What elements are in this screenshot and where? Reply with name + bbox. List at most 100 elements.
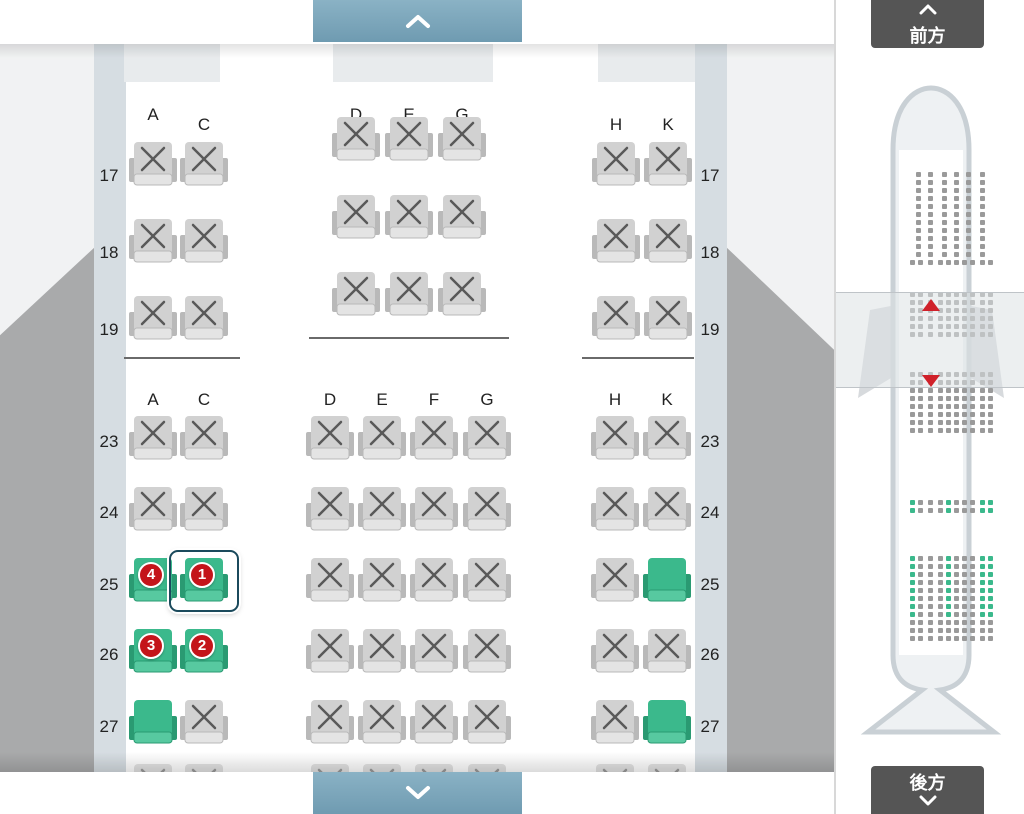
scroll-down-button[interactable] — [313, 772, 522, 814]
seat-24F[interactable] — [409, 485, 459, 533]
seat-27A[interactable] — [128, 698, 178, 746]
seat-23K[interactable] — [642, 414, 692, 462]
seat-17G[interactable] — [437, 115, 487, 163]
seat-18D[interactable] — [331, 193, 381, 241]
seat-18H[interactable] — [591, 217, 641, 265]
x-mark-icon — [180, 700, 228, 744]
passenger-badge: 2 — [189, 633, 215, 659]
x-mark-icon — [463, 629, 511, 673]
seat-27C[interactable] — [179, 698, 229, 746]
x-mark-icon — [643, 416, 691, 460]
seat-25F[interactable] — [409, 556, 459, 604]
seat-17H[interactable] — [591, 140, 641, 188]
nav-back-button[interactable]: 後方 — [871, 766, 984, 814]
seat-25K[interactable] — [642, 556, 692, 604]
seat-18K[interactable] — [643, 217, 693, 265]
x-mark-icon — [591, 629, 639, 673]
x-mark-icon — [463, 700, 511, 744]
seat-27G[interactable] — [462, 698, 512, 746]
seat-23A[interactable] — [128, 414, 178, 462]
seat-25A[interactable]: 4 — [128, 556, 178, 604]
seat-27F[interactable] — [409, 698, 459, 746]
seat-19G[interactable] — [437, 270, 487, 318]
x-mark-icon — [592, 219, 640, 263]
seat-24K[interactable] — [642, 485, 692, 533]
column-label: H — [608, 390, 622, 409]
x-mark-icon — [129, 219, 177, 263]
seat-24A[interactable] — [128, 485, 178, 533]
seat-17E[interactable] — [384, 115, 434, 163]
seat-19D[interactable] — [331, 270, 381, 318]
galley-right — [598, 44, 695, 82]
seat-25C[interactable]: 1 — [179, 556, 229, 604]
seat-23E[interactable] — [357, 414, 407, 462]
seat-24E[interactable] — [357, 485, 407, 533]
x-mark-icon — [129, 142, 177, 186]
x-mark-icon — [358, 629, 406, 673]
seat-23C[interactable] — [179, 414, 229, 462]
section-divider — [309, 337, 509, 339]
seat-19C[interactable] — [179, 294, 229, 342]
seat-23D[interactable] — [305, 414, 355, 462]
x-mark-icon — [644, 219, 692, 263]
chevron-up-icon — [405, 15, 430, 28]
x-mark-icon — [591, 487, 639, 531]
seat-27K[interactable] — [642, 698, 692, 746]
seat-18A[interactable] — [128, 217, 178, 265]
seat-27E[interactable] — [357, 698, 407, 746]
seat-23G[interactable] — [462, 414, 512, 462]
seat-24D[interactable] — [305, 485, 355, 533]
seat-25G[interactable] — [462, 556, 512, 604]
seat-24G[interactable] — [462, 485, 512, 533]
x-mark-icon — [306, 416, 354, 460]
chevron-up-icon — [919, 4, 936, 15]
x-mark-icon — [644, 296, 692, 340]
seat-25H[interactable] — [590, 556, 640, 604]
row-number-label: 23 — [99, 432, 119, 451]
seat-25E[interactable] — [357, 556, 407, 604]
seat-18G[interactable] — [437, 193, 487, 241]
galley-left — [124, 44, 220, 82]
seat-17D[interactable] — [331, 115, 381, 163]
seat-19K[interactable] — [643, 294, 693, 342]
seat-26K[interactable] — [642, 627, 692, 675]
nav-front-label: 前方 — [909, 26, 946, 46]
seat-26D[interactable] — [305, 627, 355, 675]
x-mark-icon — [592, 296, 640, 340]
row-number-label: 25 — [99, 575, 119, 594]
row-number-label: 18 — [700, 243, 720, 262]
seat-26C[interactable]: 2 — [179, 627, 229, 675]
section-divider — [582, 357, 694, 359]
seat-18C[interactable] — [179, 217, 229, 265]
passenger-badge: 1 — [189, 562, 215, 588]
seat-19H[interactable] — [591, 294, 641, 342]
seat-27H[interactable] — [590, 698, 640, 746]
scroll-up-button[interactable] — [313, 0, 522, 42]
nav-back-label: 後方 — [909, 773, 946, 793]
seat-26E[interactable] — [357, 627, 407, 675]
seat-17K[interactable] — [643, 140, 693, 188]
seat-17C[interactable] — [179, 140, 229, 188]
seat-26A[interactable]: 3 — [128, 627, 178, 675]
seat-25D[interactable] — [305, 556, 355, 604]
column-label: D — [323, 390, 337, 409]
x-mark-icon — [306, 487, 354, 531]
bottom-shadow — [0, 752, 834, 772]
seat-26H[interactable] — [590, 627, 640, 675]
viewport-down-arrow-icon — [922, 375, 940, 387]
navigator-viewport[interactable] — [836, 292, 1024, 388]
seat-19E[interactable] — [384, 270, 434, 318]
seat-24C[interactable] — [179, 485, 229, 533]
seat-17A[interactable] — [128, 140, 178, 188]
seat-26F[interactable] — [409, 627, 459, 675]
seat-23F[interactable] — [409, 414, 459, 462]
x-mark-icon — [438, 272, 486, 316]
seat-24H[interactable] — [590, 485, 640, 533]
seat-19A[interactable] — [128, 294, 178, 342]
seat-27D[interactable] — [305, 698, 355, 746]
seat-23H[interactable] — [590, 414, 640, 462]
top-shadow — [0, 40, 834, 58]
seat-26G[interactable] — [462, 627, 512, 675]
seat-18E[interactable] — [384, 193, 434, 241]
nav-front-button[interactable]: 前方 — [871, 0, 984, 48]
